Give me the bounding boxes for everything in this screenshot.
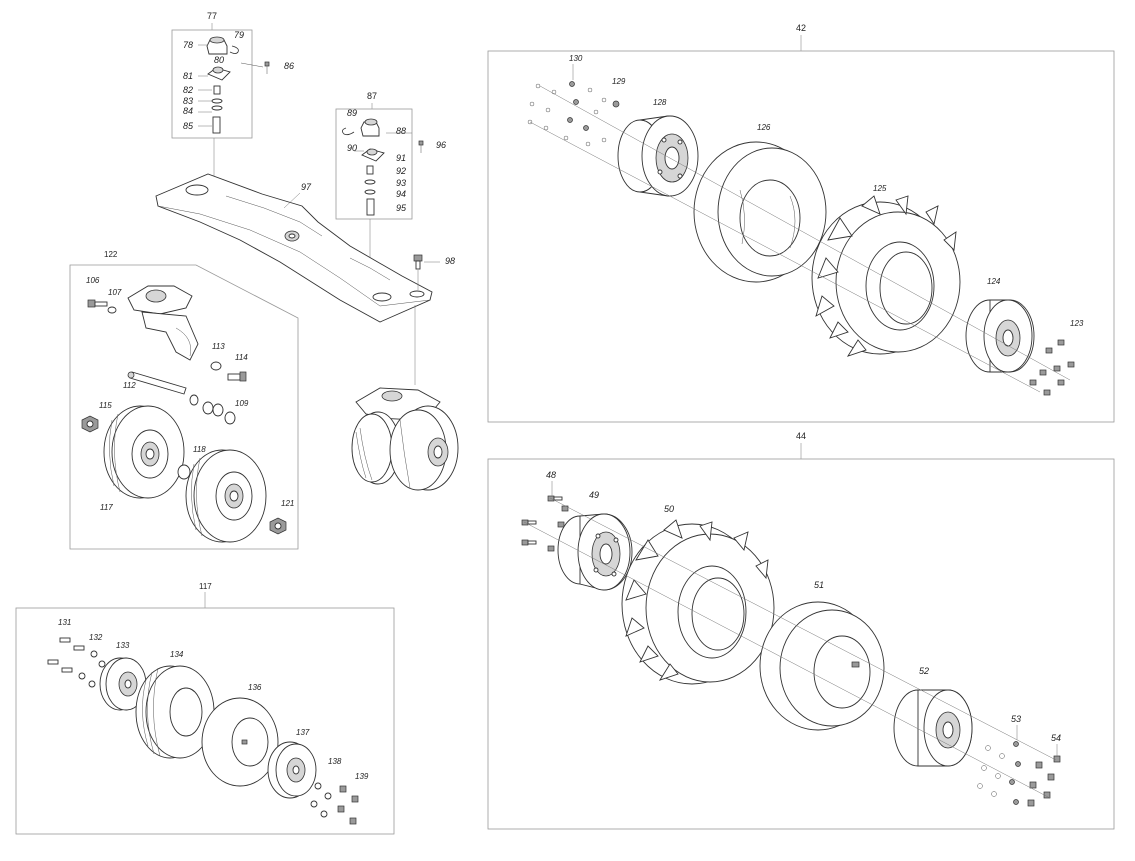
group-122: 122 106 107 112 113 114 109 115 bbox=[69, 250, 299, 550]
label-94: 94 bbox=[396, 189, 406, 199]
label-131: 131 bbox=[58, 618, 71, 627]
group-label-44: 44 bbox=[796, 431, 806, 441]
label-91: 91 bbox=[396, 153, 406, 163]
rim-124 bbox=[965, 299, 1035, 373]
label-53: 53 bbox=[1011, 714, 1021, 724]
label-51: 51 bbox=[814, 580, 824, 590]
bolts-123 bbox=[1029, 339, 1075, 396]
label-54: 54 bbox=[1051, 733, 1061, 743]
caster-wheel-1 bbox=[103, 405, 185, 499]
tractor-tyre-50 bbox=[621, 519, 775, 685]
group-label-87: 87 bbox=[367, 91, 377, 101]
label-80: 80 bbox=[214, 55, 224, 65]
group-label-122: 122 bbox=[104, 250, 118, 259]
label-48: 48 bbox=[546, 470, 556, 480]
nuts-54 bbox=[1027, 755, 1061, 807]
label-114: 114 bbox=[235, 353, 248, 362]
group-117: 117 131 132 133 134 bbox=[15, 582, 395, 835]
label-107: 107 bbox=[108, 288, 122, 297]
tube-51 bbox=[759, 601, 885, 731]
spring-clip-part bbox=[229, 45, 239, 54]
label-97: 97 bbox=[301, 182, 312, 192]
label-121: 121 bbox=[281, 499, 294, 508]
label-88: 88 bbox=[396, 126, 406, 136]
label-82: 82 bbox=[183, 85, 193, 95]
label-85: 85 bbox=[183, 121, 194, 131]
label-84: 84 bbox=[183, 106, 193, 116]
chassis-frame-part bbox=[155, 173, 433, 323]
label-125: 125 bbox=[873, 184, 887, 193]
washers-53 bbox=[977, 741, 1021, 805]
bolts-131 bbox=[47, 637, 85, 673]
group-87: 87 89 88 90 91 92 93 94 95 96 bbox=[335, 91, 446, 272]
label-124: 124 bbox=[987, 277, 1001, 286]
assembled-twin-caster bbox=[351, 387, 459, 491]
studs-130 bbox=[527, 81, 607, 147]
label-78: 78 bbox=[183, 40, 193, 50]
rim-128 bbox=[617, 115, 699, 197]
axle-part bbox=[129, 371, 187, 395]
label-132: 132 bbox=[89, 633, 103, 642]
label-134: 134 bbox=[170, 650, 184, 659]
label-83: 83 bbox=[183, 96, 193, 106]
label-95: 95 bbox=[396, 203, 407, 213]
tractor-tyre-125 bbox=[811, 195, 961, 357]
label-93: 93 bbox=[396, 178, 406, 188]
label-89: 89 bbox=[347, 108, 357, 118]
label-130: 130 bbox=[569, 54, 583, 63]
label-126: 126 bbox=[757, 123, 771, 132]
rim-52 bbox=[893, 689, 973, 767]
label-139: 139 bbox=[355, 772, 369, 781]
label-50: 50 bbox=[664, 504, 674, 514]
group-42: 42 130 129 128 bbox=[487, 23, 1115, 423]
group-44: 44 48 49 bbox=[487, 431, 1115, 830]
label-129: 129 bbox=[612, 77, 626, 86]
label-138: 138 bbox=[328, 757, 342, 766]
label-106: 106 bbox=[86, 276, 100, 285]
label-90: 90 bbox=[347, 143, 357, 153]
label-113: 113 bbox=[212, 342, 225, 351]
group-77: 77 78 79 80 81 82 83 84 85 86 bbox=[171, 11, 294, 195]
label-79: 79 bbox=[234, 30, 244, 40]
group-label-117: 117 bbox=[199, 582, 212, 591]
label-112: 112 bbox=[123, 381, 136, 390]
label-92: 92 bbox=[396, 166, 406, 176]
group-label-42: 42 bbox=[796, 23, 806, 33]
label-123: 123 bbox=[1070, 319, 1084, 328]
label-118: 118 bbox=[193, 445, 206, 454]
label-98: 98 bbox=[445, 256, 455, 266]
label-115: 115 bbox=[99, 401, 112, 410]
group-label-77: 77 bbox=[207, 11, 217, 21]
label-81: 81 bbox=[183, 71, 193, 81]
label-96: 96 bbox=[436, 140, 446, 150]
kingpin-part bbox=[212, 116, 221, 134]
label-49: 49 bbox=[589, 490, 599, 500]
frame-97: 97 98 bbox=[155, 173, 455, 385]
rim-49 bbox=[557, 513, 633, 591]
label-128: 128 bbox=[653, 98, 667, 107]
label-117: 117 bbox=[100, 503, 113, 512]
label-133: 133 bbox=[116, 641, 130, 650]
label-52: 52 bbox=[919, 666, 929, 676]
tyre-134 bbox=[135, 665, 215, 759]
label-136: 136 bbox=[248, 683, 262, 692]
tube-126 bbox=[693, 141, 827, 283]
label-137: 137 bbox=[296, 728, 310, 737]
label-109: 109 bbox=[235, 399, 249, 408]
label-86: 86 bbox=[284, 61, 294, 71]
caster-wheel-2 bbox=[185, 449, 267, 543]
